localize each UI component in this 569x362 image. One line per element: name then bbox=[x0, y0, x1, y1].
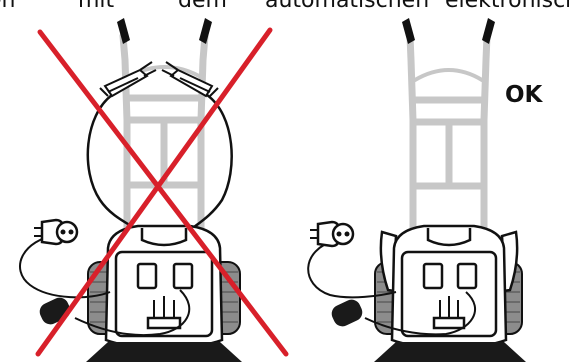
right-panel bbox=[308, 18, 526, 362]
right-handle-grips bbox=[402, 18, 495, 44]
left-handle-grips bbox=[117, 18, 212, 44]
right-plug-icon bbox=[310, 222, 353, 246]
right-base-plate bbox=[374, 342, 526, 362]
right-charger-body bbox=[392, 226, 506, 348]
left-base-plate bbox=[86, 342, 242, 362]
right-cable-pod bbox=[329, 297, 365, 330]
left-panel bbox=[20, 18, 286, 362]
